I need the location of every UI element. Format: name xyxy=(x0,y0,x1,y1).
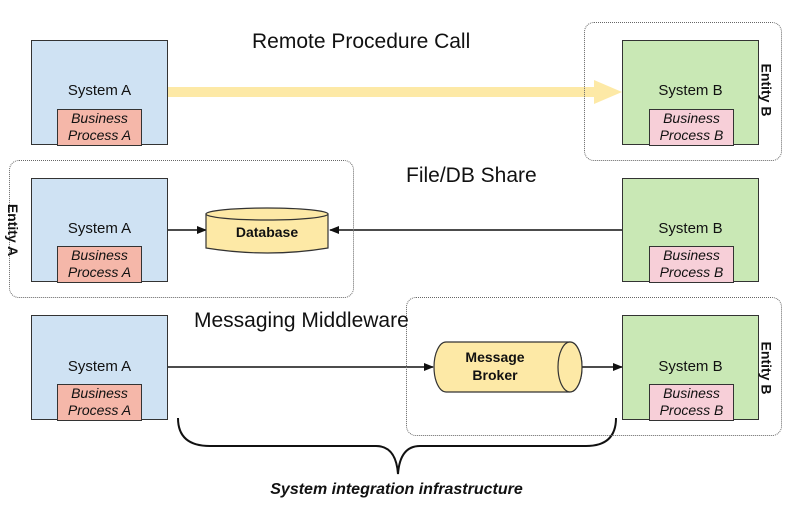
rpc-arrow xyxy=(168,80,622,104)
system-a-label: System A xyxy=(67,220,132,237)
process-b-line1: Business xyxy=(663,110,720,126)
process-a-line1: Business xyxy=(71,247,128,263)
system-b-box-rpc: System B Business Process B xyxy=(622,40,759,146)
process-a-line2: Process A xyxy=(67,127,132,143)
entity-b-boundary-messaging xyxy=(406,297,782,436)
system-b-label: System B xyxy=(658,358,723,375)
process-a-line1: Business xyxy=(71,110,128,126)
broker-line2: Broker xyxy=(472,367,518,383)
business-process-b: Business Process B xyxy=(649,384,734,421)
entity-b-boundary-rpc xyxy=(584,22,782,161)
system-a-label: System A xyxy=(67,82,132,99)
system-a-box-messaging: System A Business Process A xyxy=(31,315,168,421)
entity-b-label-messaging: Entity B xyxy=(758,341,775,395)
system-a-box-rpc: System A Business Process A xyxy=(31,40,168,146)
system-b-label: System B xyxy=(658,82,723,99)
message-broker-shape xyxy=(433,341,583,393)
database-shape xyxy=(205,207,329,254)
process-a-line2: Process A xyxy=(67,402,132,418)
process-b-line1: Business xyxy=(663,385,720,401)
entity-a-boundary-file xyxy=(9,160,354,298)
system-a-box-file: System A Business Process A xyxy=(31,178,168,283)
process-b-line1: Business xyxy=(663,247,720,263)
process-a-line1: Business xyxy=(71,385,128,401)
business-process-b: Business Process B xyxy=(649,246,734,283)
message-broker-label: Message Broker xyxy=(434,348,556,384)
entity-b-label-rpc: Entity B xyxy=(758,63,775,117)
process-b-line2: Process B xyxy=(659,402,724,418)
title-remote-procedure-call: Remote Procedure Call xyxy=(252,30,471,53)
business-process-a: Business Process A xyxy=(57,246,142,283)
system-a-label: System A xyxy=(67,358,132,375)
business-process-a: Business Process A xyxy=(57,384,142,421)
process-b-line2: Process B xyxy=(659,127,724,143)
entity-a-label: Entity A xyxy=(5,203,22,257)
business-process-b: Business Process B xyxy=(649,109,734,146)
business-process-a: Business Process A xyxy=(57,109,142,146)
integration-brace xyxy=(177,417,617,475)
process-a-line2: Process A xyxy=(67,264,132,280)
integration-caption: System integration infrastructure xyxy=(270,481,523,498)
broker-line1: Message xyxy=(465,349,525,365)
title-file-db-share: File/DB Share xyxy=(406,164,537,187)
database-label: Database xyxy=(235,224,299,240)
system-b-box-messaging: System B Business Process B xyxy=(622,315,759,421)
process-b-line2: Process B xyxy=(659,264,724,280)
title-messaging-middleware: Messaging Middleware xyxy=(194,309,409,332)
system-b-box-file: System B Business Process B xyxy=(622,178,759,283)
system-b-label: System B xyxy=(658,220,723,237)
